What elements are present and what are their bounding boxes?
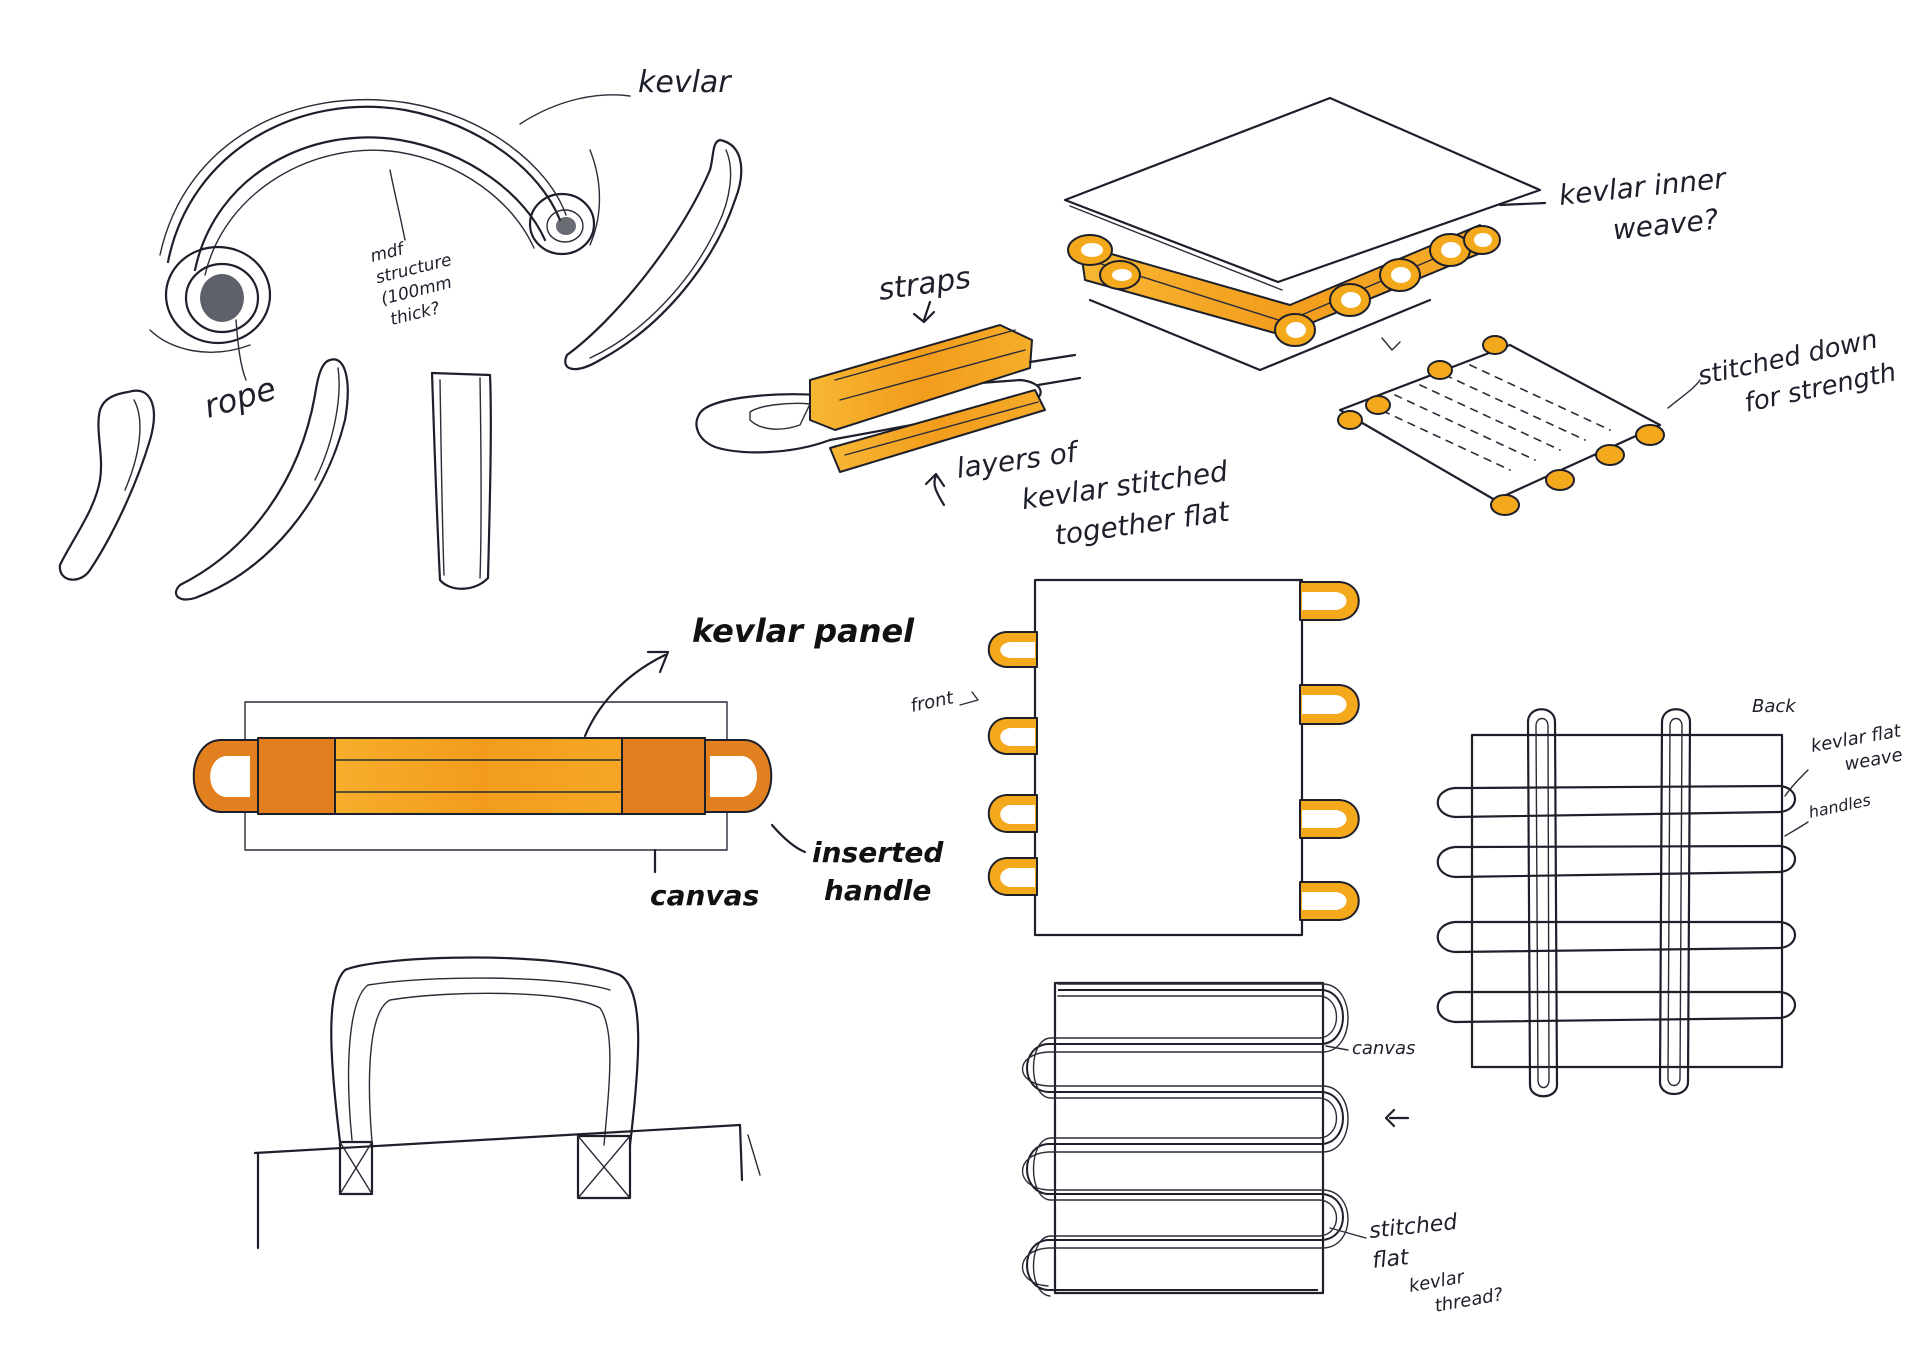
label-inserted-handle: inserted handle [812, 836, 953, 907]
label-front: front [909, 687, 957, 717]
horizontal-strips [1436, 784, 1797, 1024]
label-stitched-flat: stitched flat [1368, 1209, 1469, 1274]
label-kevlar-top: kevlar [638, 65, 732, 100]
kevlar-panel-sketch [192, 650, 807, 874]
label-kevlar-inner: kevlar inner weave? [1557, 161, 1740, 252]
label-straps: straps [876, 260, 973, 308]
label-rope: rope [200, 369, 280, 426]
canvas-stitched-sketch [1021, 981, 1410, 1297]
vertical-strips [1526, 708, 1692, 1098]
label-canvas-panel: canvas [650, 879, 759, 912]
label-kevlar-panel: kevlar panel [692, 612, 915, 650]
label-layers-kevlar: layers of kevlar stitched together flat [954, 414, 1244, 564]
rope-handle-sketch [149, 94, 631, 381]
front-panel-sketch [959, 578, 1360, 937]
label-kevlar-flat-weave: kevlar flat weave [1809, 719, 1912, 780]
label-kevlar-thread: kevlar thread? [1407, 1260, 1505, 1320]
layered-exploded-sketch [1063, 96, 1701, 516]
label-mdf-structure: mdf structure (100mm thick? [368, 227, 469, 331]
stitched-sheet-loops [1337, 335, 1665, 516]
straps-sketch [695, 300, 1082, 507]
label-back: Back [1752, 696, 1797, 717]
arched-handle-box-sketch [253, 956, 761, 1250]
back-weave-sketch [1436, 708, 1809, 1098]
handle-shape-variants [58, 138, 743, 601]
label-handles: handles [1807, 790, 1872, 822]
label-stitched-down: stitched down for strength [1695, 322, 1899, 427]
inner-layer-loops [1067, 225, 1501, 347]
front-left-handles [987, 631, 1038, 896]
label-canvas-right: canvas [1352, 1038, 1415, 1059]
front-right-handles [1299, 581, 1360, 921]
